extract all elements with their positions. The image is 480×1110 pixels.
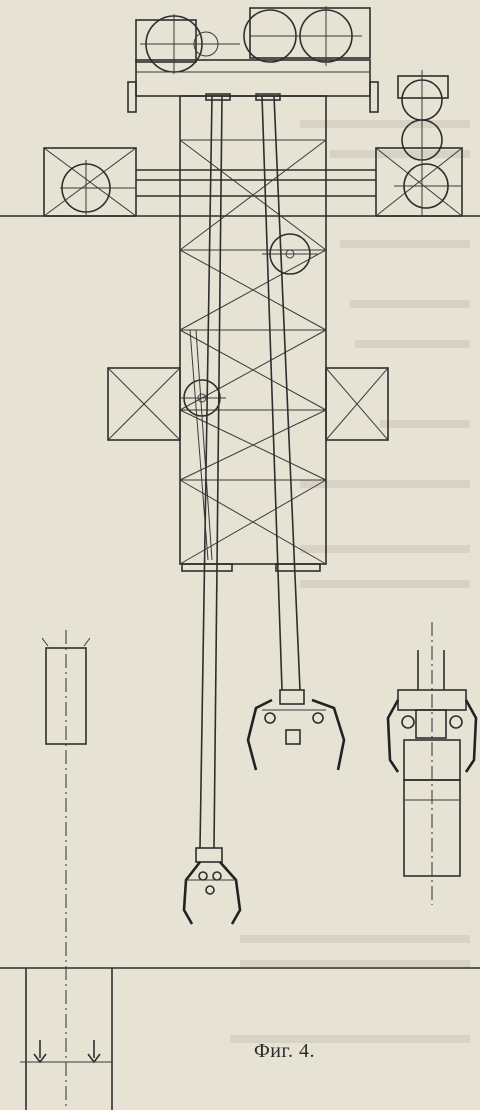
right-outrigger xyxy=(375,70,463,217)
flanges xyxy=(181,93,321,572)
tower-frame xyxy=(179,95,327,565)
ground-lines xyxy=(0,215,480,969)
middle-grab xyxy=(246,689,346,771)
figure-caption: Фиг. 4. xyxy=(254,1040,315,1062)
cross-beams xyxy=(136,169,376,197)
left-outrigger xyxy=(43,147,137,217)
right-grab-side-view xyxy=(386,622,478,905)
pulleys xyxy=(180,233,318,417)
counterweight-boxes xyxy=(107,367,389,441)
bleed-through-text xyxy=(230,120,470,1043)
left-well-elevation xyxy=(20,630,113,1110)
hoist-rods xyxy=(189,95,301,849)
left-grab xyxy=(182,847,242,925)
